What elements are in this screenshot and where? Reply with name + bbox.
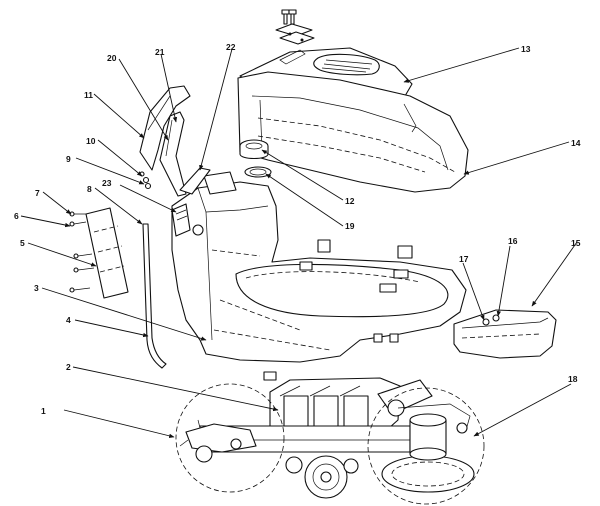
wheels xyxy=(285,455,359,499)
part-14-upper-housing xyxy=(237,71,469,193)
callout-labels: 1 2 3 4 5 6 7 8 9 10 11 12 13 14 15 16 1… xyxy=(14,42,581,416)
fasteners-6-7 xyxy=(69,211,95,293)
callout-14: 14 xyxy=(571,138,581,148)
callout-7: 7 xyxy=(35,188,40,198)
callout-23: 23 xyxy=(102,178,112,188)
part-4-tube xyxy=(142,223,167,369)
callout-20: 20 xyxy=(107,53,117,63)
part-18-brush-deck xyxy=(367,387,485,505)
part-1-front-detail xyxy=(175,383,285,493)
callout-17: 17 xyxy=(459,254,469,264)
part-21-handle-bar xyxy=(159,111,187,197)
callout-3: 3 xyxy=(34,283,39,293)
callout-8: 8 xyxy=(87,184,92,194)
callout-22: 22 xyxy=(226,42,236,52)
part-23-bracket xyxy=(171,203,191,237)
callout-18: 18 xyxy=(568,374,578,384)
callout-1: 1 xyxy=(41,406,46,416)
callout-19: 19 xyxy=(345,221,355,231)
callout-9: 9 xyxy=(66,154,71,164)
cover-hardware xyxy=(275,9,315,45)
callout-15: 15 xyxy=(571,238,581,248)
callout-11: 11 xyxy=(84,90,93,100)
callout-4: 4 xyxy=(66,315,71,325)
screws-9-10 xyxy=(139,171,152,190)
callout-12: 12 xyxy=(345,196,355,206)
part-3-tank-body xyxy=(171,171,467,381)
callout-13: 13 xyxy=(521,44,531,54)
leader-lines xyxy=(20,47,578,438)
callout-5: 5 xyxy=(20,238,25,248)
part-15-rear-cover xyxy=(453,309,557,359)
part-19-seal xyxy=(244,166,272,178)
part-20-handle xyxy=(139,85,191,171)
callout-6: 6 xyxy=(14,211,19,221)
part-22-hose xyxy=(179,167,211,195)
callout-2: 2 xyxy=(66,362,71,372)
callout-21: 21 xyxy=(155,47,165,57)
callout-16: 16 xyxy=(508,236,518,246)
part-12-cap xyxy=(239,139,269,160)
callout-10: 10 xyxy=(86,136,96,146)
part-5-side-panel xyxy=(85,207,129,299)
